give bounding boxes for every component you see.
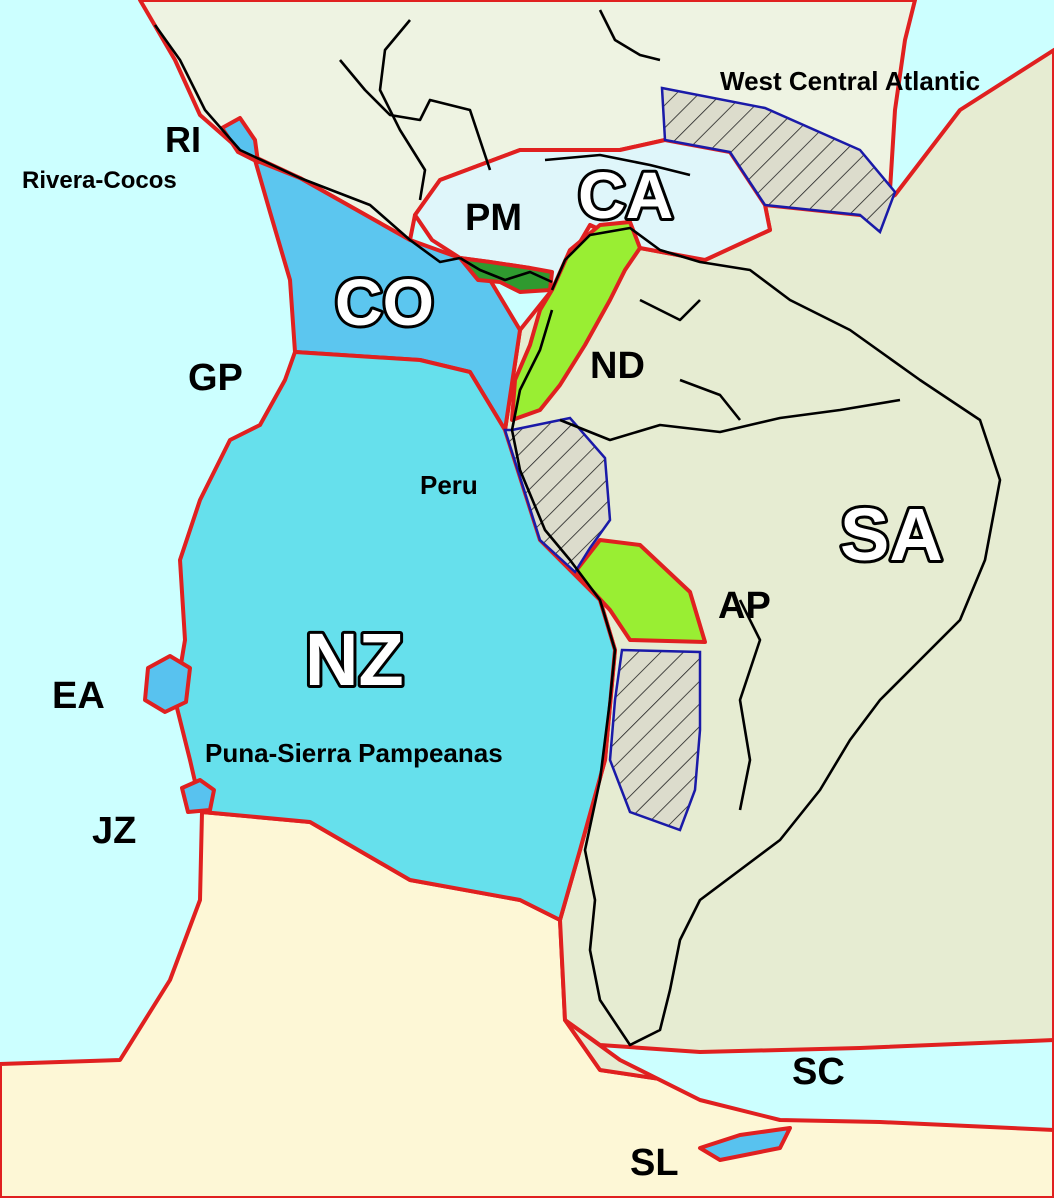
label-gp: GP (188, 357, 243, 399)
mexico-coastline (153, 19, 461, 264)
easter-microplate (143, 654, 192, 714)
label-sl: SL (630, 1142, 679, 1184)
north-andes-block (510, 220, 642, 422)
label-sa: SA (840, 493, 943, 576)
juan-fernandez-microplate (180, 778, 216, 814)
central-america-isthmus (459, 256, 553, 284)
peru-flat-slab (503, 416, 612, 574)
scotia-plate (563, 1018, 1054, 1132)
rivera-plate (220, 116, 260, 164)
label-ap: AP (718, 585, 771, 627)
label-west-central-atlantic: West Central Atlantic (720, 66, 980, 96)
south-america-coastline (510, 226, 1002, 1047)
label-jz: JZ (92, 810, 136, 852)
label-nz: NZ (305, 618, 404, 701)
label-pm: PM (465, 197, 522, 239)
florida-coastline (598, 9, 661, 62)
label-nd: ND (590, 345, 645, 387)
gulf-coastline (339, 59, 492, 171)
cuba-island (544, 153, 691, 177)
label-sc: SC (792, 1051, 845, 1093)
label-co: CO (335, 265, 434, 339)
river-network (559, 298, 901, 811)
label-ea: EA (52, 675, 105, 717)
label-puna-sierra-pampeanas: Puna-Sierra Pampeanas (205, 738, 503, 768)
south-sandwich-plate (698, 1126, 792, 1162)
label-peru: Peru (420, 470, 478, 500)
label-ca: CA (578, 158, 673, 232)
altiplano-block (573, 538, 707, 644)
label-rivera-cocos: Rivera-Cocos (22, 167, 177, 194)
panama-block (458, 256, 554, 294)
pampean-flat-slab (608, 648, 702, 832)
label-ri: RI (165, 119, 201, 160)
west-central-atlantic-zone (660, 86, 897, 235)
